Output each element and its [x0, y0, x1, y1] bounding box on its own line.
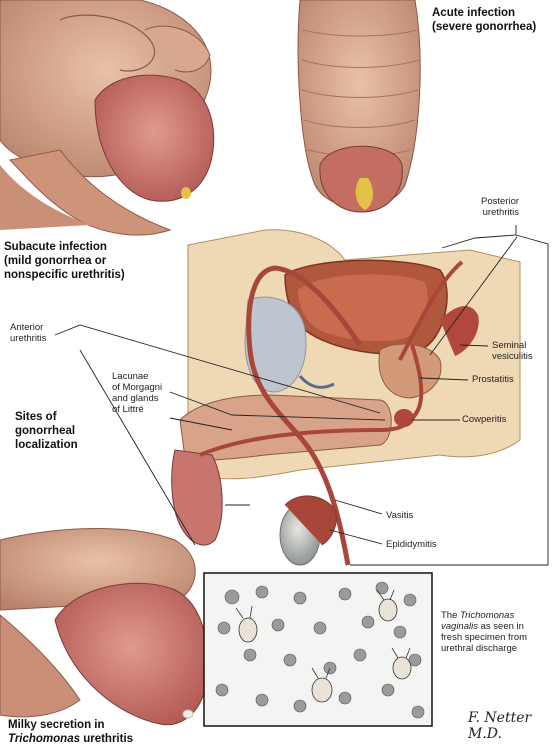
acute-infection-label: Acute infection(severe gonorrhea)	[432, 7, 537, 33]
artist-signature: F. Netter M.D.	[468, 710, 532, 742]
vasitis-label: Vasitis	[386, 510, 414, 521]
milky-secretion-label: Milky secretion in Trichomonas urethriti…	[8, 719, 134, 745]
acute-penis-drawing	[297, 0, 421, 213]
epididymitis-label: Epididymitis	[386, 539, 437, 550]
trichomonas-penis-drawing	[0, 527, 208, 726]
trichomonas-caption: The Trichomonas vaginalis as seen in fre…	[441, 610, 528, 654]
sagittal-section-drawing	[171, 229, 521, 566]
trichomonas-microscopy	[203, 572, 433, 727]
cowperitis-label: Cowperitis	[462, 414, 507, 425]
subacute-penis-drawing	[0, 0, 215, 236]
prostatitis-label: Prostatitis	[472, 374, 514, 385]
leader-lines	[54, 225, 549, 566]
